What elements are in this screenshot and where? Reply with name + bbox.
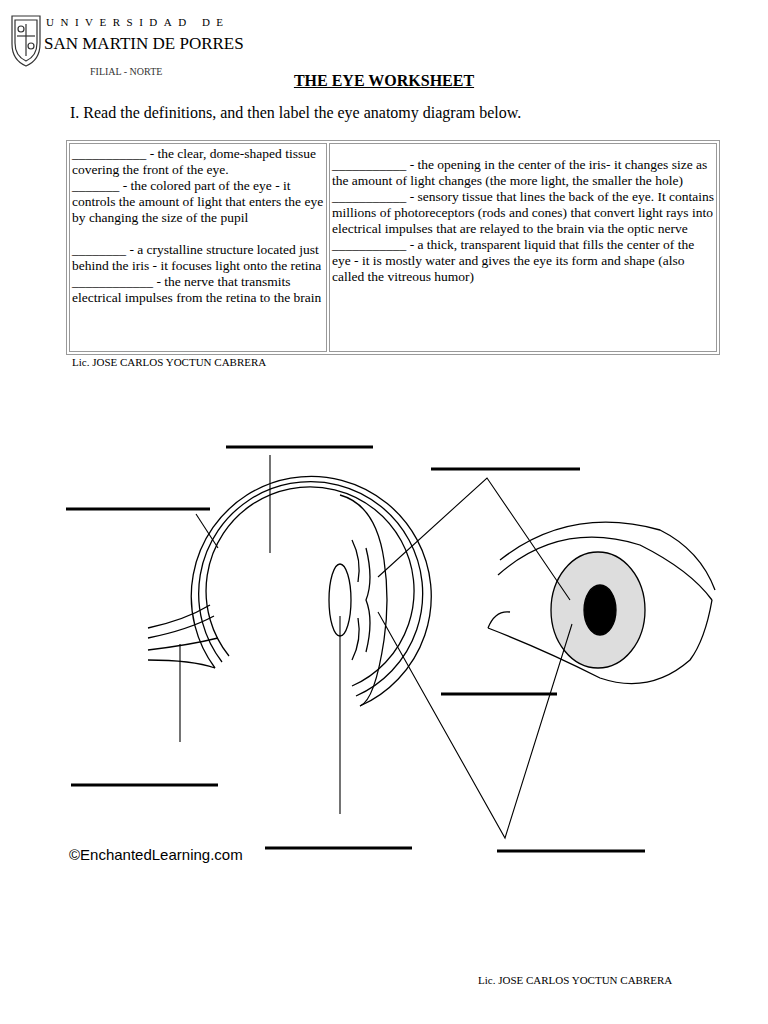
campus-name: FILIAL - NORTE — [90, 66, 162, 77]
university-name: UNIVERSIDAD DE — [46, 16, 230, 28]
author-credit: Lic. JOSE CARLOS YOCTUN CABRERA — [72, 356, 266, 368]
copyright-note: ©EnchantedLearning.com — [69, 846, 243, 863]
leader-line — [180, 455, 572, 838]
university-name: SAN MARTIN DE PORRES — [44, 34, 244, 54]
definition: ___________ - the clear, dome-shaped tis… — [72, 146, 324, 178]
answer-line — [66, 447, 645, 851]
instruction: I. Read the definitions, and then label … — [70, 104, 521, 122]
definition: ___________ - a thick, transparent liqui… — [332, 237, 715, 285]
definition: ___________ - sensory tissue that lines … — [332, 189, 715, 237]
definition: ________ - a crystalline structure locat… — [72, 242, 324, 274]
author-credit: Lic. JOSE CARLOS YOCTUN CABRERA — [478, 974, 672, 986]
table-cell: ___________ - the opening in the center … — [332, 157, 715, 285]
eye-front-view — [488, 522, 715, 683]
definition: ___________ - the opening in the center … — [332, 157, 715, 189]
definition: _______ - the colored part of the eye - … — [72, 178, 324, 226]
eye-cross-section — [148, 476, 431, 706]
logo-shield — [12, 16, 40, 66]
definition: ____________ - the nerve that transmits … — [72, 274, 324, 306]
table-cell: ___________ - the clear, dome-shaped tis… — [72, 146, 324, 306]
table-border — [67, 141, 720, 355]
